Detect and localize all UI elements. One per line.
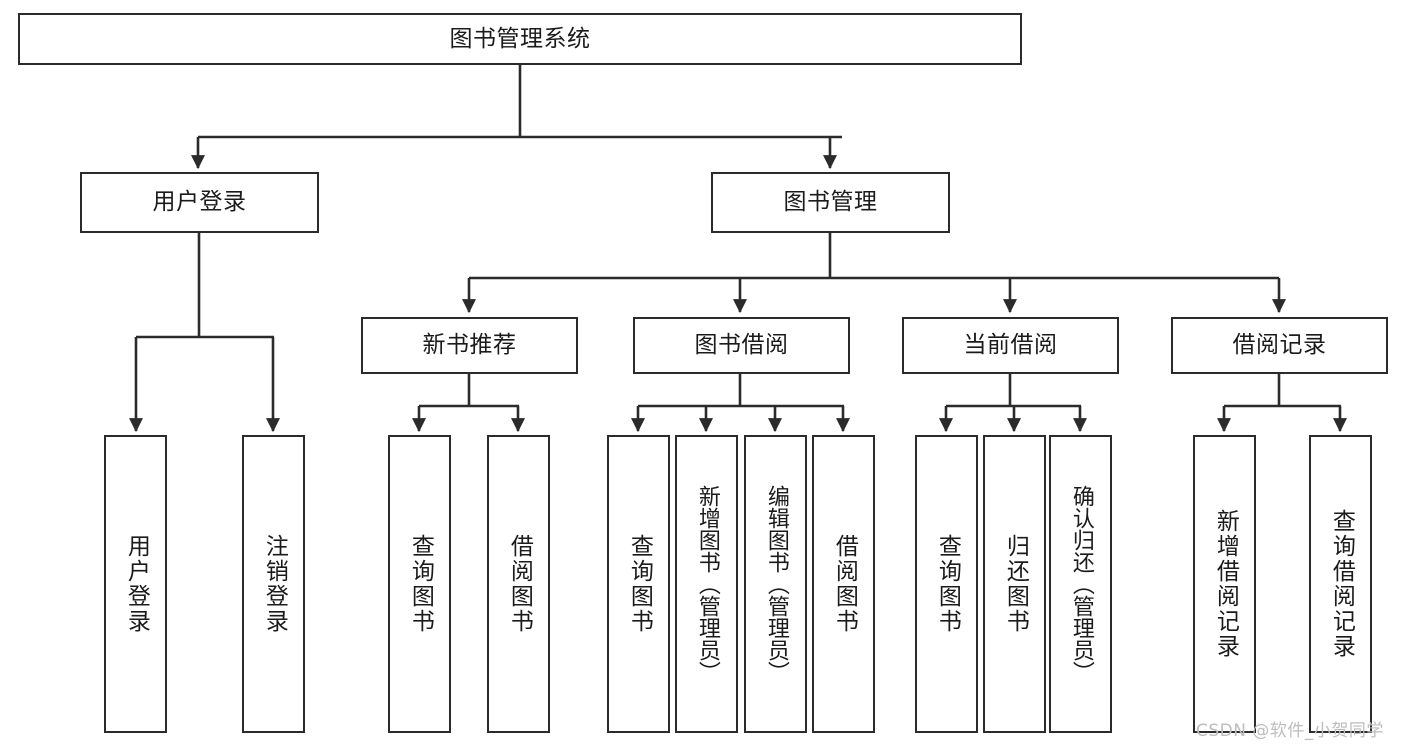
node-label: 查询图书 xyxy=(407,534,434,634)
node-current-borrow[interactable]: 当前借阅 xyxy=(902,317,1119,374)
node-label: 图书管理 xyxy=(783,189,878,216)
leaf-current-borrow-confirm-return-admin[interactable]: 确认归还（管理员） xyxy=(1049,435,1112,733)
leaf-new-book-query-book[interactable]: 查询图书 xyxy=(388,435,451,733)
leaf-user-login-logout[interactable]: 注销登录 xyxy=(242,435,305,733)
node-label: 新增借阅记录 xyxy=(1212,509,1239,659)
node-label: 注销登录 xyxy=(261,534,288,634)
node-borrow-record[interactable]: 借阅记录 xyxy=(1171,317,1388,374)
node-label: 用户登录 xyxy=(152,189,247,216)
node-label: 新书推荐 xyxy=(422,332,517,359)
node-label: 归还图书 xyxy=(1002,534,1029,634)
node-label: 查询借阅记录 xyxy=(1328,509,1355,659)
node-label: 编辑图书（管理员） xyxy=(763,485,789,683)
node-label: 新增图书（管理员） xyxy=(694,485,720,683)
leaf-new-book-borrow-book[interactable]: 借阅图书 xyxy=(487,435,550,733)
csdn-watermark: CSDN @软件_小贺同学 xyxy=(1196,721,1384,741)
leaf-book-borrow-edit-book-admin[interactable]: 编辑图书（管理员） xyxy=(744,435,807,733)
node-label: 查询图书 xyxy=(626,534,653,634)
leaf-current-borrow-query-book[interactable]: 查询图书 xyxy=(915,435,978,733)
node-label: 图书借阅 xyxy=(694,332,789,359)
node-label: 确认归还（管理员） xyxy=(1068,485,1094,683)
node-label: 借阅记录 xyxy=(1232,332,1327,359)
leaf-borrow-record-add-record[interactable]: 新增借阅记录 xyxy=(1193,435,1256,733)
leaf-borrow-record-query-record[interactable]: 查询借阅记录 xyxy=(1309,435,1372,733)
node-label: 借阅图书 xyxy=(831,534,858,634)
leaf-book-borrow-borrow-book[interactable]: 借阅图书 xyxy=(812,435,875,733)
node-label: 借阅图书 xyxy=(506,534,533,634)
node-book-management[interactable]: 图书管理 xyxy=(711,172,950,233)
leaf-book-borrow-query-book[interactable]: 查询图书 xyxy=(607,435,670,733)
node-label: 用户登录 xyxy=(123,534,150,634)
node-label: 图书管理系统 xyxy=(449,25,591,52)
node-book-borrow[interactable]: 图书借阅 xyxy=(633,317,850,374)
node-label: 当前借阅 xyxy=(963,332,1058,359)
node-user-login[interactable]: 用户登录 xyxy=(80,172,319,233)
node-root-book-management-system[interactable]: 图书管理系统 xyxy=(18,13,1022,65)
leaf-user-login-user-login[interactable]: 用户登录 xyxy=(104,435,167,733)
leaf-book-borrow-add-book-admin[interactable]: 新增图书（管理员） xyxy=(675,435,738,733)
leaf-current-borrow-return-book[interactable]: 归还图书 xyxy=(983,435,1046,733)
node-new-book-recommend[interactable]: 新书推荐 xyxy=(361,317,578,374)
node-label: 查询图书 xyxy=(934,534,961,634)
